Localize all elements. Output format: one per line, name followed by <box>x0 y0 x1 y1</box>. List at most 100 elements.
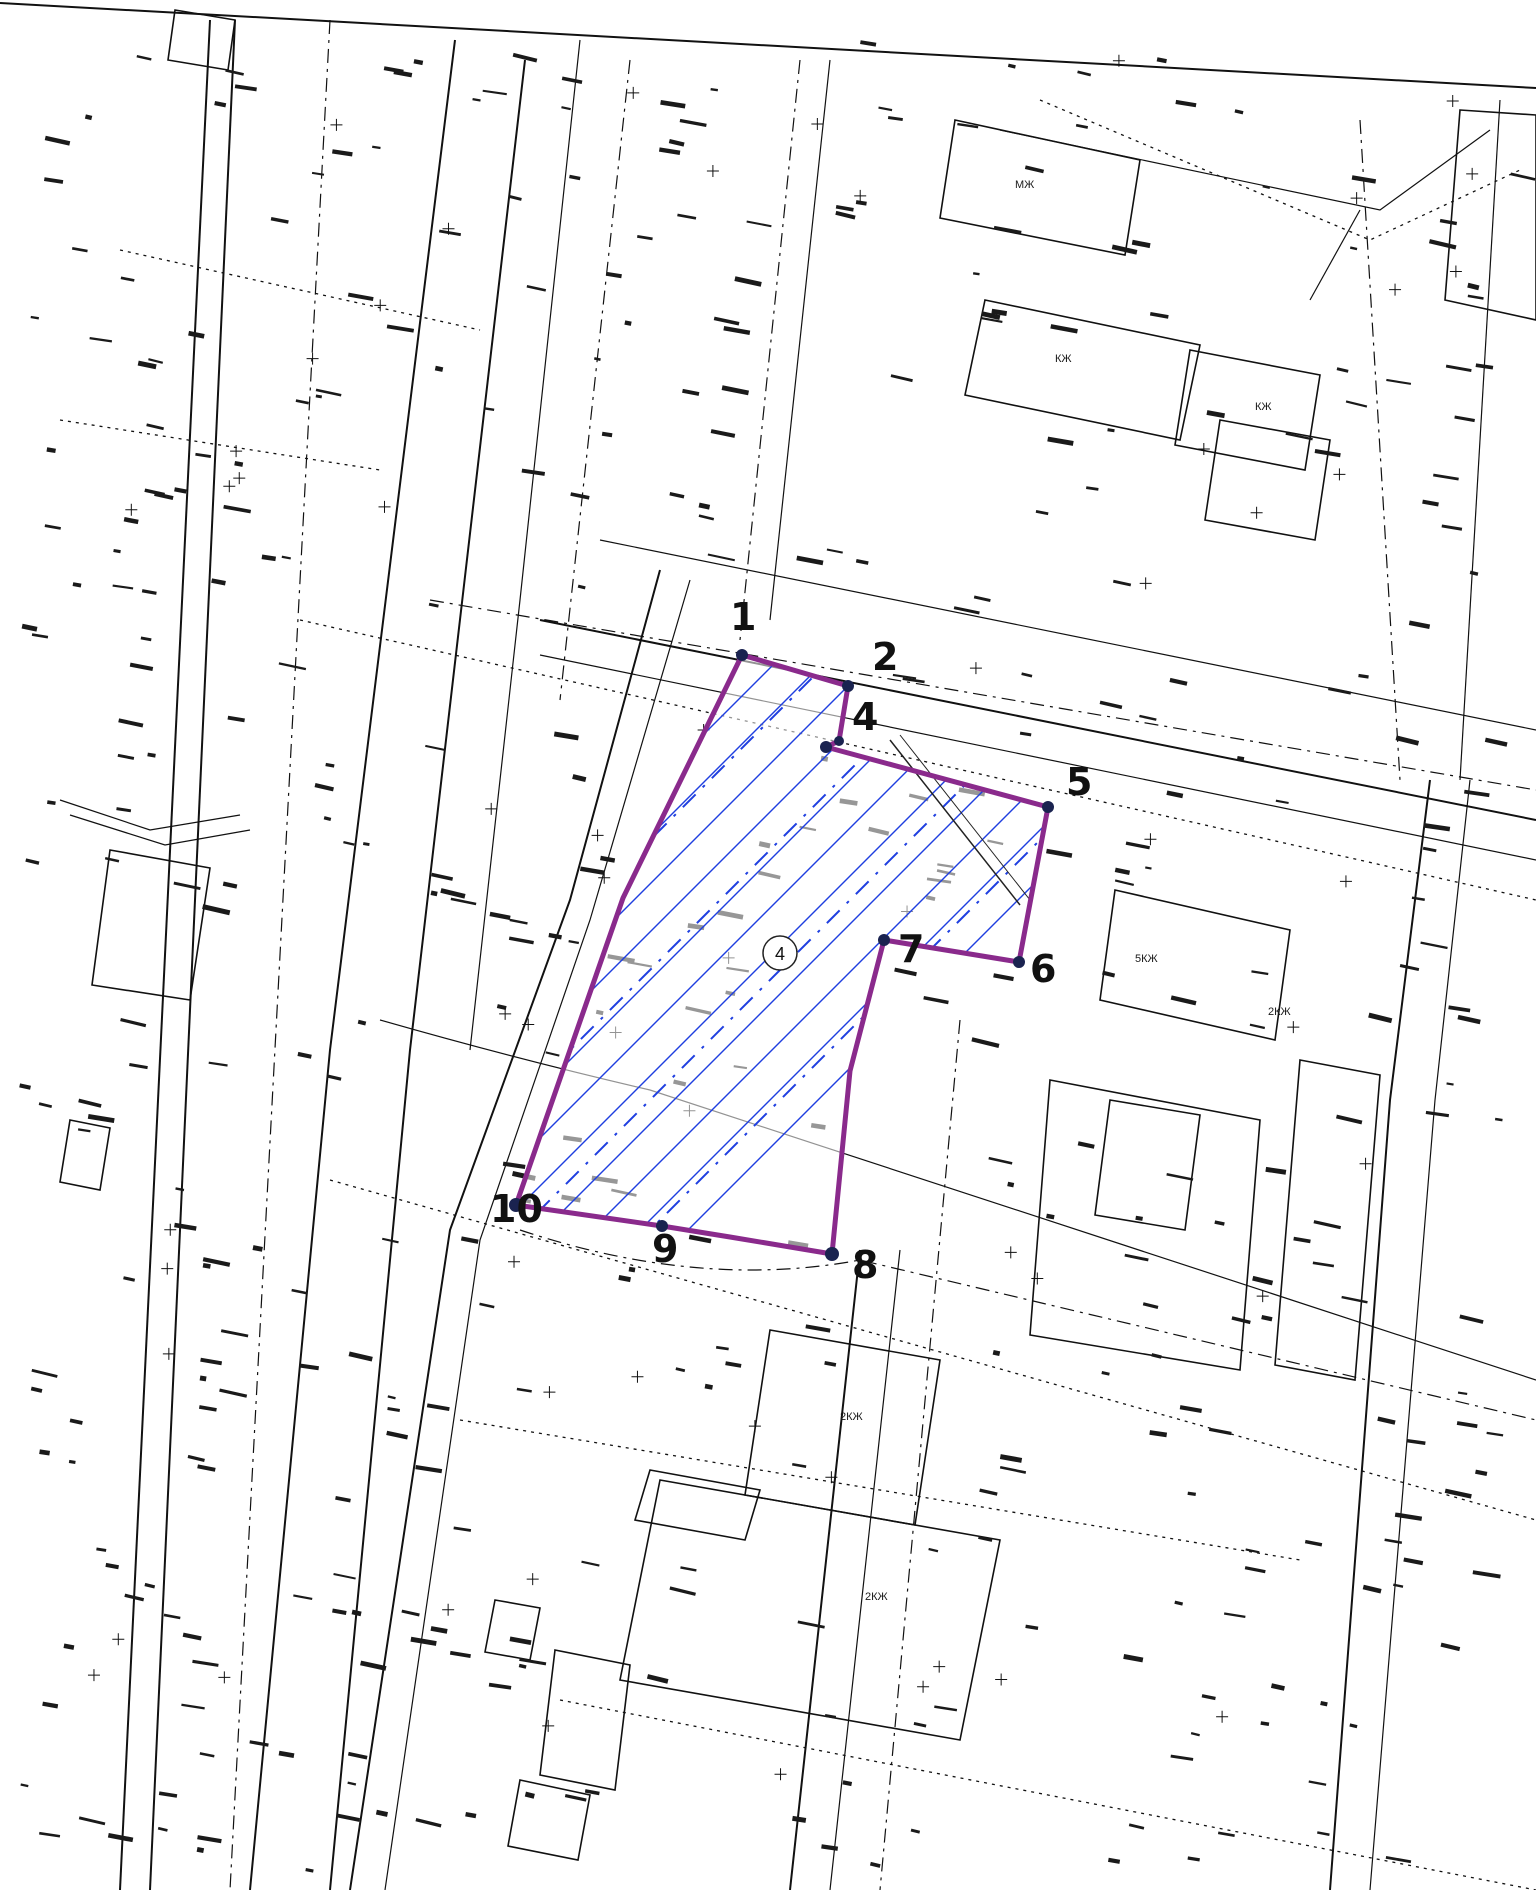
survey-cross <box>218 1671 231 1684</box>
survey-mark <box>387 1407 401 1413</box>
survey-mark <box>792 1815 807 1823</box>
survey-mark <box>1358 673 1369 679</box>
hatch-line <box>516 655 1048 1254</box>
survey-mark <box>44 135 71 146</box>
survey-mark <box>1439 218 1458 226</box>
survey-mark <box>104 856 120 863</box>
survey-mark <box>44 524 61 530</box>
survey-mark <box>1166 1173 1194 1181</box>
survey-mark <box>116 807 132 813</box>
parcel-number[interactable]: 4 <box>762 935 798 971</box>
vertex-3[interactable] <box>834 736 844 746</box>
survey-mark <box>1131 239 1151 249</box>
survey-mark <box>293 1594 313 1600</box>
building-label: КЖ <box>1055 353 1072 365</box>
vertex-5[interactable] <box>1042 801 1054 813</box>
survey-mark <box>202 1262 211 1269</box>
survey-mark <box>1349 246 1358 251</box>
survey-mark <box>512 52 538 63</box>
survey-mark <box>1007 1181 1015 1188</box>
survey-mark <box>113 548 121 554</box>
survey-cross <box>627 86 640 99</box>
vertex-8[interactable] <box>825 1247 839 1261</box>
survey-mark <box>118 718 144 728</box>
survey-mark <box>569 174 581 181</box>
survey-mark <box>971 1037 1000 1048</box>
survey-mark <box>261 554 277 562</box>
vertex-1[interactable] <box>736 649 748 661</box>
survey-mark <box>1245 1548 1260 1554</box>
survey-mark <box>297 1051 312 1059</box>
survey-mark <box>1260 1721 1270 1727</box>
survey-mark <box>148 358 164 364</box>
survey-mark <box>1341 1295 1368 1304</box>
vertex-4[interactable] <box>820 741 832 753</box>
survey-mark <box>1420 941 1448 950</box>
survey-mark <box>1124 1253 1149 1262</box>
survey-mark <box>200 1357 223 1366</box>
vertex-2[interactable] <box>842 680 854 692</box>
survey-mark <box>39 1449 51 1456</box>
survey-mark <box>1261 1314 1273 1322</box>
survey-mark <box>147 752 156 758</box>
survey-cross <box>485 802 498 815</box>
survey-mark <box>553 731 579 741</box>
survey-mark <box>1077 1141 1095 1149</box>
survey-mark <box>1170 1754 1194 1761</box>
survey-cross <box>1139 577 1152 590</box>
vertex-9[interactable] <box>656 1220 668 1232</box>
survey-mark <box>123 516 139 525</box>
survey-mark <box>173 881 201 891</box>
vertex-7[interactable] <box>878 934 890 946</box>
survey-mark <box>934 1705 958 1712</box>
vertex-6[interactable] <box>1013 956 1025 968</box>
survey-mark <box>1472 1570 1501 1579</box>
survey-mark <box>383 66 404 74</box>
survey-mark <box>1108 1857 1121 1864</box>
survey-mark <box>1050 324 1078 334</box>
survey-mark <box>658 147 681 155</box>
survey-mark <box>1142 1302 1159 1309</box>
survey-cross <box>706 165 719 178</box>
survey-cross <box>162 1347 175 1360</box>
survey-mark <box>1249 1023 1266 1030</box>
survey-mark <box>516 1387 532 1393</box>
survey-mark <box>182 1632 202 1641</box>
survey-mark <box>675 1367 686 1373</box>
survey-mark <box>715 1345 729 1351</box>
point-label-7: 7 <box>898 927 924 971</box>
survey-mark <box>347 1751 368 1760</box>
survey-mark <box>1128 1823 1145 1830</box>
survey-mark <box>84 114 93 121</box>
survey-mark <box>1464 789 1490 798</box>
survey-mark <box>482 89 507 96</box>
survey-mark <box>174 1222 197 1231</box>
survey-mark <box>1252 1275 1274 1286</box>
survey-cross <box>591 829 604 842</box>
survey-mark <box>923 995 949 1005</box>
survey-mark <box>502 1161 526 1170</box>
survey-mark <box>387 1395 396 1400</box>
survey-mark <box>434 365 444 372</box>
vertex-10[interactable] <box>509 1198 523 1212</box>
survey-mark <box>1510 172 1536 181</box>
survey-mark <box>25 858 40 865</box>
survey-mark <box>129 1062 148 1070</box>
survey-marks <box>19 40 1536 1873</box>
survey-mark <box>992 1349 1001 1357</box>
survey-mark <box>120 1018 147 1028</box>
building-label: 2КЖ <box>840 1411 863 1423</box>
survey-cross <box>933 1660 946 1673</box>
survey-cross <box>1250 506 1263 519</box>
survey-mark <box>72 582 82 588</box>
survey-mark <box>252 1245 263 1252</box>
point-label-2: 2 <box>872 635 898 679</box>
survey-mark <box>214 101 227 108</box>
survey-mark <box>362 842 370 846</box>
survey-mark <box>1007 63 1016 69</box>
survey-mark <box>325 762 335 768</box>
survey-mark <box>746 220 772 228</box>
survey-mark <box>438 229 462 237</box>
survey-cross <box>1197 443 1210 456</box>
